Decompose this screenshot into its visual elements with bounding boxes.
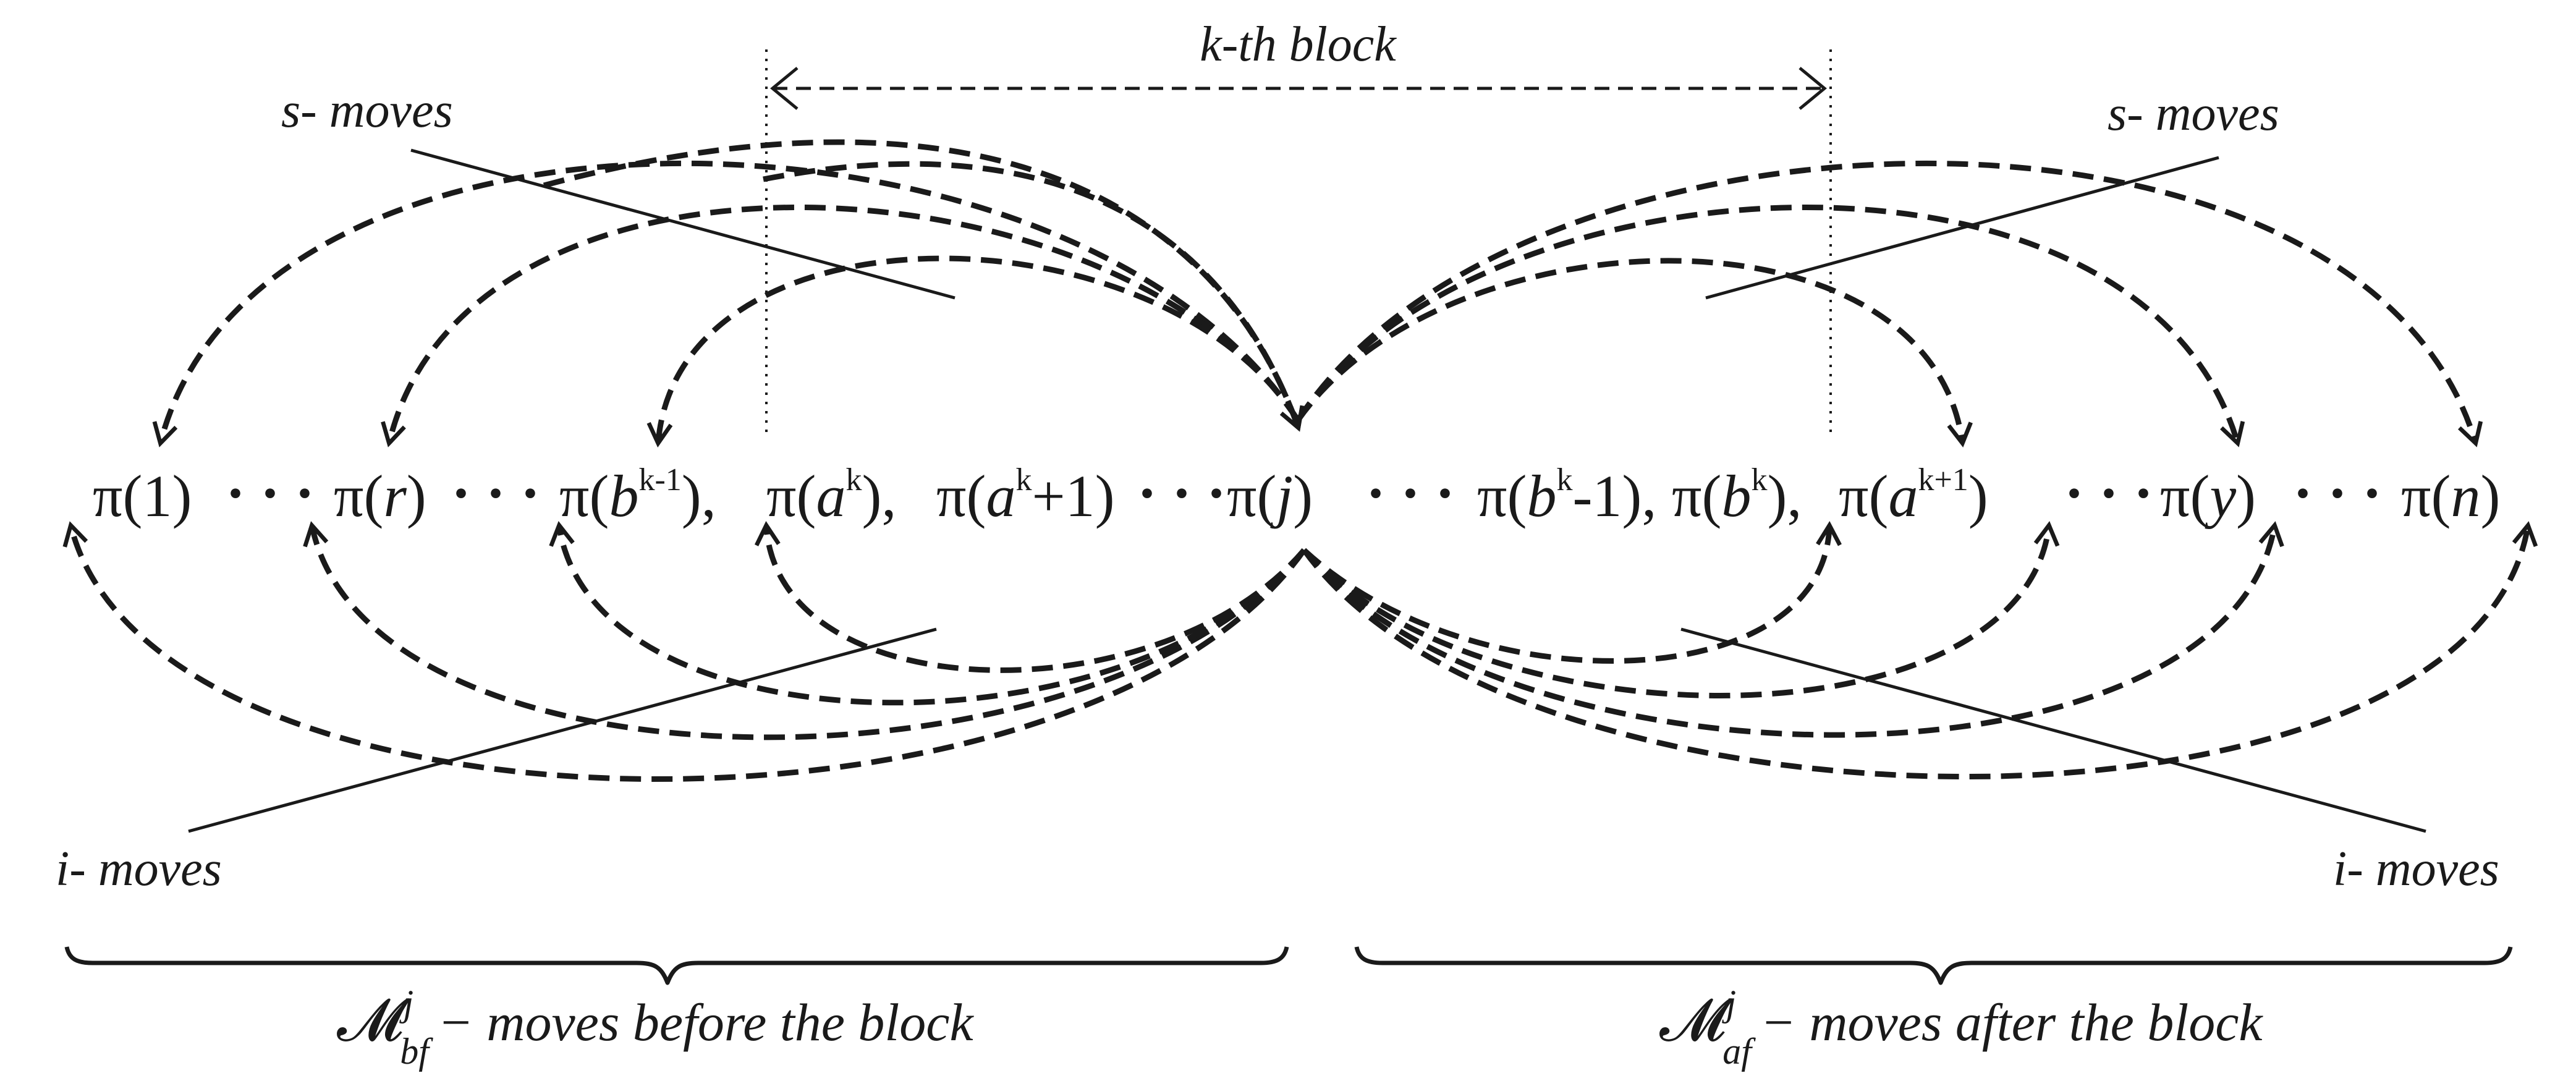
s-moves-arcs: [152, 139, 2483, 448]
i-moves-right-pointer: [1680, 627, 2426, 833]
s-arc-to-pi1: [152, 160, 1300, 447]
term-pi-n: π(n): [2401, 463, 2500, 529]
i-moves-left-label: i- moves: [56, 842, 222, 896]
s-moves-right-label: s- moves: [2108, 87, 2279, 141]
term-pi-a-k-plus-1: π(ak+1): [936, 462, 1115, 529]
i-arc-to-piy: [1302, 521, 2284, 738]
i-arc-to-piak: [755, 520, 1307, 673]
term-pi-y: π(y): [2160, 463, 2256, 529]
permutation-sequence: π(1) · · · π(r) · · · π(bk-1), π(ak), π(…: [93, 460, 2500, 529]
term-pi-a-k: π(ak),: [766, 462, 896, 529]
s-arc-to-pibk1: [646, 255, 1300, 448]
term-pi-1: π(1): [93, 463, 192, 529]
s-arc-to-piy: [1295, 205, 2245, 447]
block-arrow-left-head: [770, 67, 799, 110]
s-arc-to-pin: [1295, 160, 2483, 447]
dots-6: · · ·: [2293, 460, 2382, 526]
s-moves-right-pointer: [1705, 156, 2219, 300]
i-arc-to-pi1: [62, 521, 1307, 782]
i-moves-arcs: [62, 520, 2538, 782]
s-arc-to-piakp1: [1295, 258, 1973, 447]
block-arrow-right-head: [1799, 67, 1827, 110]
i-arc-to-pir: [303, 521, 1307, 740]
i-arc-to-pibk1: [549, 521, 1307, 706]
s-arc-from-pir: [543, 139, 1305, 432]
i-moves-right-label: i- moves: [2333, 842, 2499, 896]
term-pi-b-k-1: π(bk-1),: [559, 462, 716, 529]
s-arc-from-pibk1: [763, 161, 1305, 432]
dots-1: · · ·: [226, 460, 315, 526]
dots-4: · · ·: [1366, 460, 1455, 526]
i-arc-to-piakp1: [1302, 521, 2060, 698]
s-moves-left-pointer: [410, 148, 955, 300]
i-moves-left-pointer: [188, 627, 937, 833]
dots-2: · · ·: [451, 460, 540, 526]
term-pi-a-k-plus-1-next: π(ak+1): [1839, 462, 1988, 529]
s-moves-left-label: s- moves: [281, 83, 453, 138]
dots-3: · · ·: [1137, 460, 1226, 526]
m-af-symbol: 𝓜: [1659, 987, 1732, 1053]
i-arc-to-pin: [1302, 521, 2538, 779]
block-label: k-th block: [1200, 17, 1397, 72]
i-arc-to-pibk: [1302, 520, 1842, 664]
term-pi-r: π(r): [334, 463, 426, 529]
left-brace: [64, 946, 1289, 985]
right-brace: [1354, 946, 2513, 985]
term-pi-b-k-minus-1: π(bk-1),: [1477, 462, 1656, 529]
m-bf-symbol: 𝓜: [337, 987, 410, 1053]
dots-5: · · ·: [2064, 460, 2153, 526]
term-pi-j: π(j): [1227, 463, 1313, 529]
term-pi-b-k: π(bk),: [1672, 462, 1802, 529]
kth-block-marker: k-th block: [765, 17, 1832, 433]
s-arc-to-pir: [381, 205, 1300, 447]
